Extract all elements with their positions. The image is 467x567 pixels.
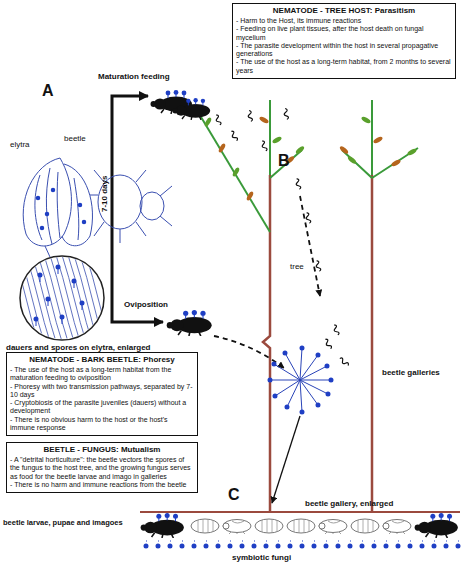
larva bbox=[255, 519, 283, 533]
box-bullet: - A "detrital horticulture": the beetle … bbox=[10, 456, 194, 481]
figure-label: A bbox=[42, 82, 54, 100]
pupa bbox=[319, 520, 347, 535]
leaf bbox=[272, 136, 283, 145]
figure-label: 7-10 days bbox=[100, 176, 110, 212]
larva bbox=[191, 519, 219, 533]
text-box: NEMATODE - TREE HOST: Parasitism- Harm t… bbox=[232, 3, 456, 79]
nematode bbox=[324, 338, 333, 349]
box-bullet: - Cryptobiosis of the parasite juveniles… bbox=[10, 399, 194, 416]
box-heading: NEMATODE - BARK BEETLE: Phoresy bbox=[10, 355, 194, 365]
nematode bbox=[295, 178, 301, 190]
leaf bbox=[204, 117, 213, 128]
leaf bbox=[232, 167, 241, 178]
leaf bbox=[373, 136, 384, 145]
beetle-gallery bbox=[270, 348, 331, 412]
nematode bbox=[315, 260, 321, 272]
leaf bbox=[295, 145, 305, 155]
elytra-striae bbox=[14, 255, 123, 345]
nematode bbox=[305, 212, 311, 224]
gallery-tunnels bbox=[270, 348, 331, 412]
nematode bbox=[247, 110, 253, 122]
box-bullet: - Phoresy with two transmission pathways… bbox=[10, 383, 194, 400]
nematode bbox=[332, 324, 339, 336]
beetle-outline bbox=[23, 158, 172, 257]
legs bbox=[90, 170, 172, 243]
gallery-wall bbox=[140, 511, 460, 513]
beetle bbox=[167, 310, 212, 336]
nematode bbox=[214, 114, 221, 126]
leader-line bbox=[45, 246, 50, 257]
box-bullet: - Feeding on live plant tissues, after t… bbox=[236, 25, 452, 42]
figure-label: Maturation feeding bbox=[98, 72, 170, 82]
leaf bbox=[246, 191, 255, 202]
elytron bbox=[23, 158, 71, 246]
tree-trunk bbox=[371, 175, 374, 512]
figure-label: tree bbox=[290, 262, 304, 272]
spores bbox=[36, 267, 82, 319]
leaf bbox=[218, 143, 227, 154]
spore-stalks bbox=[36, 268, 82, 326]
leaf bbox=[361, 116, 372, 125]
box-bullet: - The parasite development within the ho… bbox=[236, 42, 452, 59]
figure-label: elytra bbox=[10, 140, 30, 150]
box-bullet: - The use of the host as a long-term hab… bbox=[10, 366, 194, 383]
box-heading: BEETLE - FUNGUS: Mutualism bbox=[10, 445, 194, 455]
larva bbox=[351, 519, 379, 533]
box-heading: NEMATODE - TREE HOST: Parasitism bbox=[236, 6, 452, 16]
nematode bbox=[230, 130, 239, 141]
nematode bbox=[260, 140, 267, 152]
figure-label: Oviposition bbox=[124, 300, 168, 310]
box-bullet: - Harm to the Host, its immune reactions bbox=[236, 17, 452, 25]
figure-label: beetle galleries bbox=[382, 368, 440, 378]
leaf bbox=[339, 145, 349, 155]
enlarge-arrow bbox=[272, 416, 300, 503]
pupa bbox=[223, 520, 251, 535]
figure-label: C bbox=[228, 486, 240, 504]
leaf bbox=[391, 159, 402, 168]
figure-label: beetle larvae, pupae and imagoes bbox=[3, 518, 123, 528]
fungal-spores bbox=[146, 544, 460, 549]
text-box: BEETLE - FUNGUS: Mutualism- A "detrital … bbox=[6, 442, 198, 493]
cycle-arrow bbox=[112, 96, 163, 322]
box-bullet: - There is no harm and immune reactions … bbox=[10, 481, 194, 489]
larva bbox=[287, 519, 315, 533]
elytra-texture bbox=[14, 255, 123, 345]
spores bbox=[38, 190, 84, 228]
elytron-veins bbox=[35, 168, 79, 244]
tree-branch bbox=[198, 112, 270, 232]
figure-label: B bbox=[278, 152, 290, 170]
beetle bbox=[141, 513, 184, 538]
nematode bbox=[339, 357, 350, 367]
figure-label: beetle bbox=[64, 134, 86, 144]
box-bullet: - There is no obvious harm to the host o… bbox=[10, 416, 194, 433]
box-bullet: - The use of the host as a long-term hab… bbox=[236, 58, 452, 75]
fungal-hyphae bbox=[146, 541, 460, 542]
fungal-spores bbox=[270, 348, 331, 412]
migration-arrow bbox=[300, 196, 320, 296]
nematode bbox=[283, 108, 289, 120]
leaves bbox=[204, 116, 418, 202]
leaf bbox=[259, 116, 270, 125]
leaf bbox=[407, 148, 418, 157]
figure-label: beetle gallery, enlarged bbox=[305, 499, 393, 509]
leaf bbox=[347, 155, 357, 165]
figure-label: symbiotic fungi bbox=[232, 553, 291, 563]
figure-label: dauers and spores on elytra, enlarged bbox=[6, 343, 151, 353]
beetle bbox=[415, 513, 458, 538]
beetle bbox=[172, 98, 210, 120]
pronotum bbox=[98, 175, 142, 229]
pupa bbox=[383, 520, 411, 535]
text-box: NEMATODE - BARK BEETLE: Phoresy- The use… bbox=[6, 352, 198, 436]
